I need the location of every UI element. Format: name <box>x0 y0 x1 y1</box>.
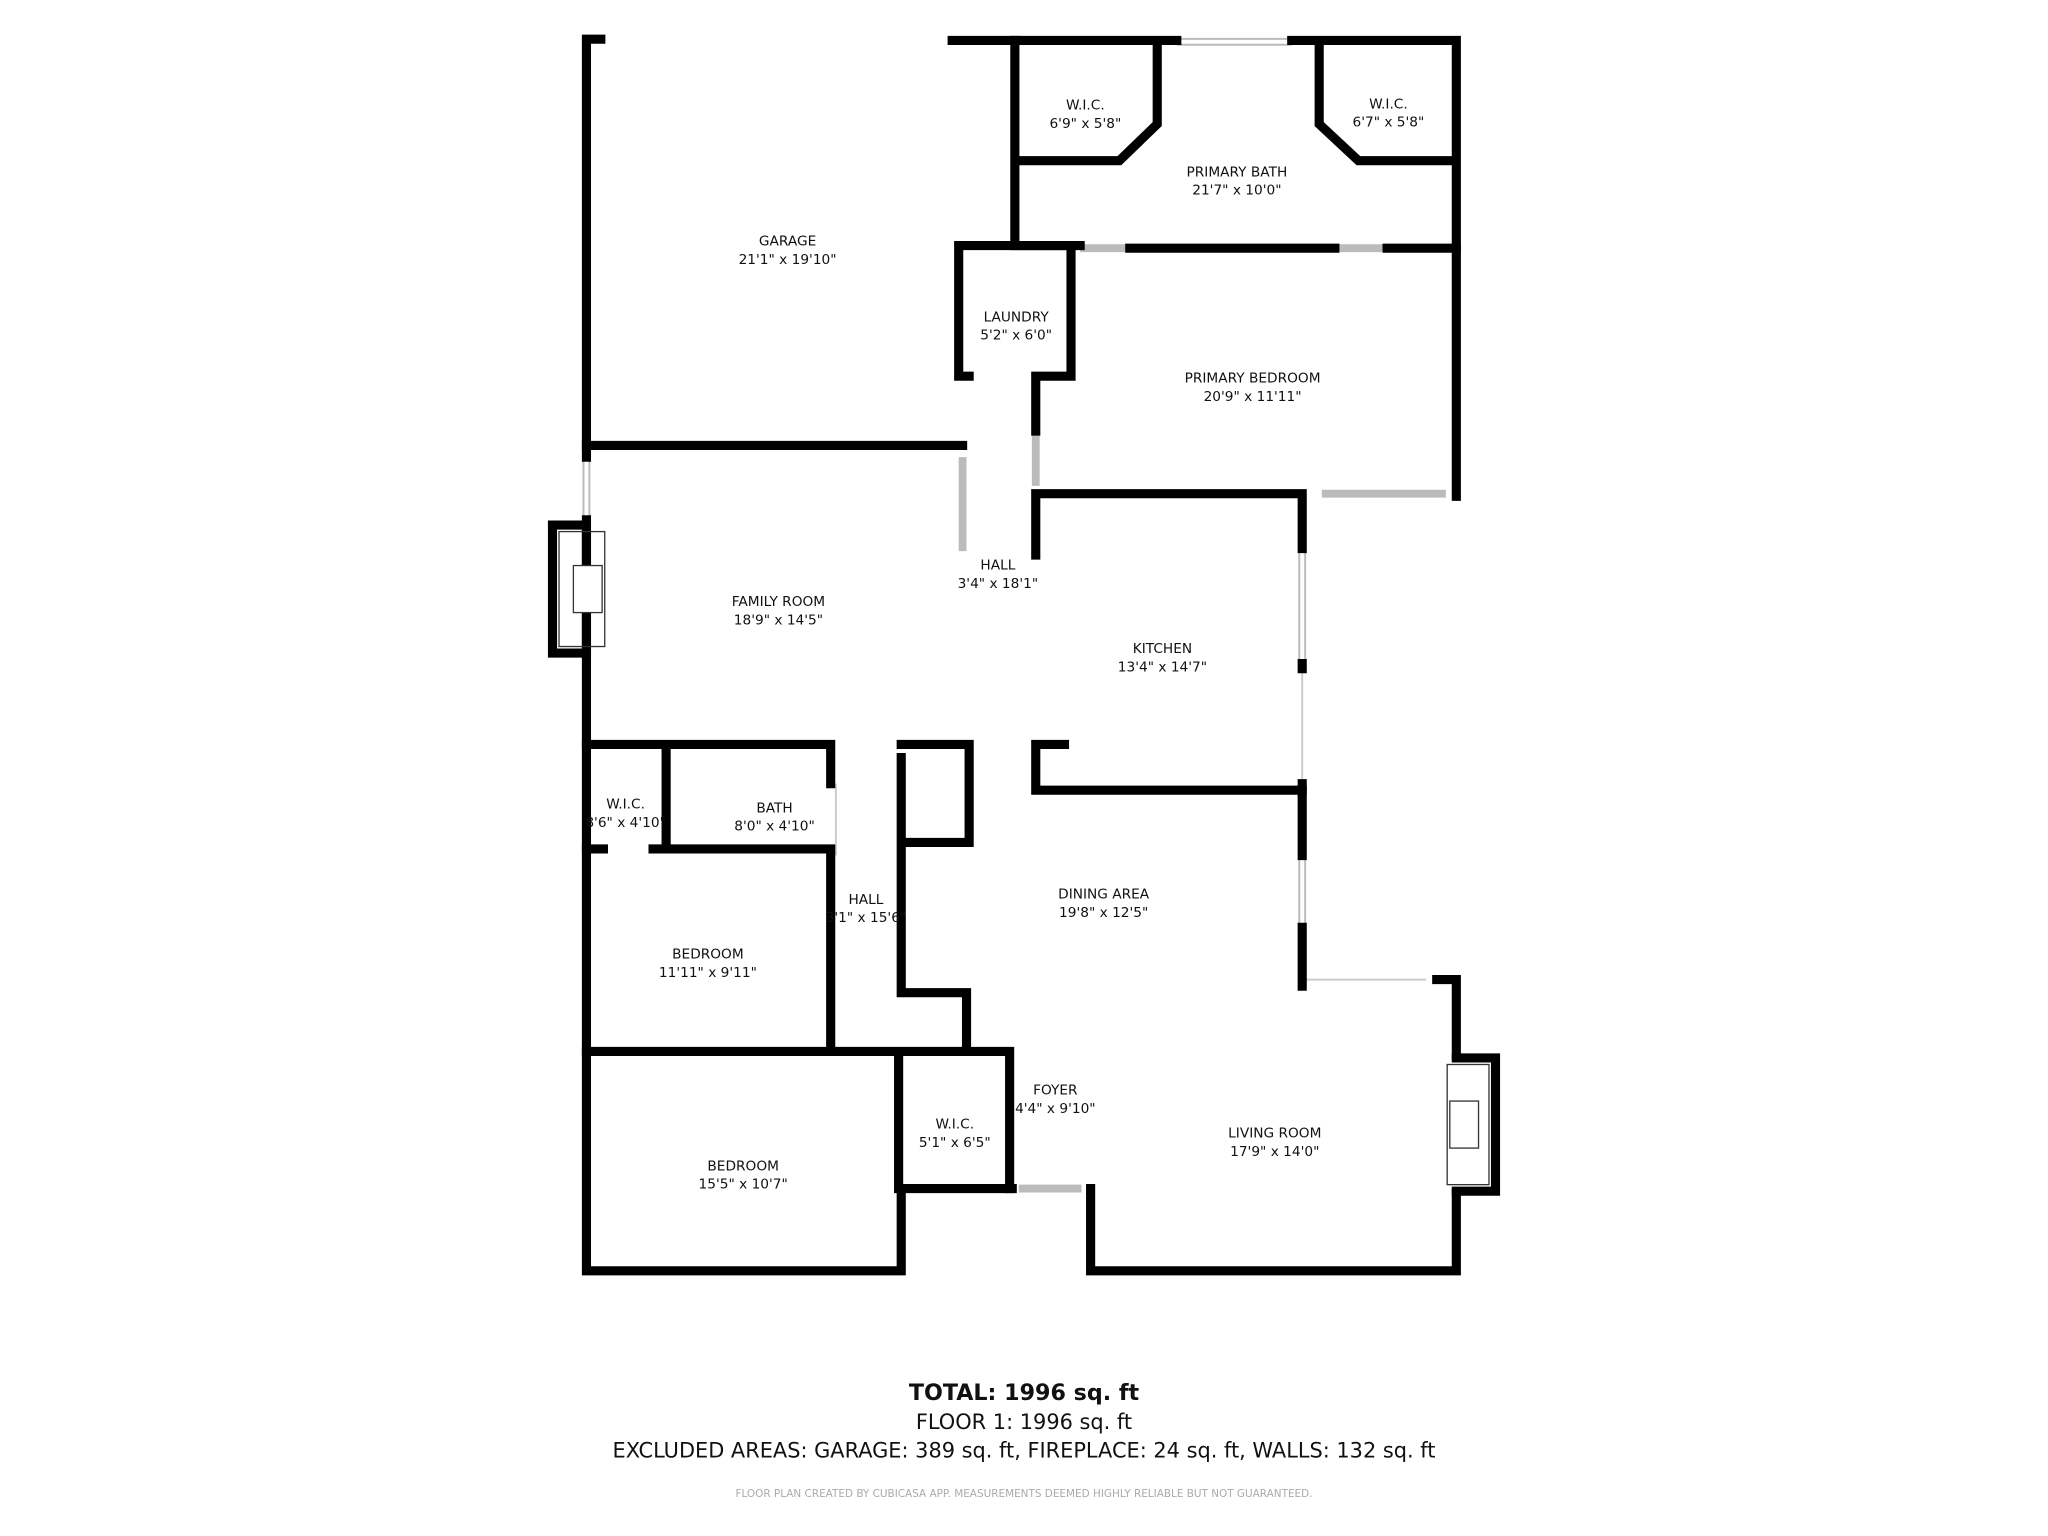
room-size: 13'4" x 14'7" <box>1118 659 1207 675</box>
room-name: FAMILY ROOM <box>732 594 825 610</box>
total-area: TOTAL: 1996 sq. ft <box>909 1380 1140 1406</box>
room-name: W.I.C. <box>935 1116 974 1132</box>
room-name: LAUNDRY <box>984 309 1050 325</box>
room-size: 5'2" x 6'0" <box>980 328 1052 344</box>
walls <box>547 34 1501 1276</box>
room-name: W.I.C. <box>606 796 645 812</box>
room-size: 8'6" x 4'10" <box>585 815 666 831</box>
room-size: 18'9" x 14'5" <box>734 612 823 628</box>
svg-text:W.I.C.6'9" x 5'8": W.I.C. 6'9" x 5'8" <box>1049 98 1121 132</box>
room-size: 3'4" x 18'1" <box>958 576 1039 592</box>
room-name: GARAGE <box>759 234 816 250</box>
room-size: 17'9" x 14'0" <box>1230 1144 1319 1160</box>
room-size: 4'4" x 9'10" <box>1015 1101 1096 1117</box>
room-size: 3'1" x 15'6" <box>826 910 907 926</box>
room-name: PRIMARY BEDROOM <box>1185 371 1321 387</box>
excluded-areas: EXCLUDED AREAS: GARAGE: 389 sq. ft, FIRE… <box>613 1439 1436 1463</box>
svg-text:W.I.C.6'7" x 5'8": W.I.C. 6'7" x 5'8" <box>1352 96 1424 130</box>
room-name: W.I.C. <box>1066 98 1105 114</box>
svg-text:W.I.C.5'1" x 6'5": W.I.C. 5'1" x 6'5" <box>919 1116 991 1150</box>
area-summary: TOTAL: 1996 sq. ft FLOOR 1: 1996 sq. ft … <box>613 1380 1436 1500</box>
room-size: 15'5" x 10'7" <box>699 1177 788 1193</box>
room-size: 21'1" x 19'10" <box>739 252 837 268</box>
room-size: 21'7" x 10'0" <box>1192 183 1281 199</box>
room-size: 20'9" x 11'11" <box>1204 389 1302 405</box>
floor-area: FLOOR 1: 1996 sq. ft <box>916 1410 1132 1434</box>
room-size: 19'8" x 12'5" <box>1059 905 1148 921</box>
room-size: 5'1" x 6'5" <box>919 1135 991 1151</box>
room-name: PRIMARY BATH <box>1187 164 1288 180</box>
room-name: W.I.C. <box>1369 96 1408 112</box>
room-name: BEDROOM <box>707 1158 779 1174</box>
disclaimer: FLOOR PLAN CREATED BY CUBICASA APP. MEAS… <box>735 1488 1312 1500</box>
room-name: KITCHEN <box>1133 641 1192 657</box>
fireplace-left <box>558 530 606 648</box>
room-size: 6'7" x 5'8" <box>1352 115 1424 131</box>
room-name: BATH <box>756 800 792 816</box>
room-name: BEDROOM <box>672 947 744 963</box>
windows <box>582 37 1461 1275</box>
room-size: 8'0" x 4'10" <box>734 819 815 835</box>
room-name: FOYER <box>1033 1083 1078 1099</box>
svg-text:W.I.C.8'6" x 4'10": W.I.C. 8'6" x 4'10" <box>585 796 666 830</box>
room-name: DINING AREA <box>1058 887 1150 903</box>
room-name: HALL <box>848 892 883 908</box>
room-labels: GARAGE 21'1" x 19'10" W.I.C. 6'9" x 5'8" W… <box>585 96 1424 1192</box>
room-size: 6'9" x 5'8" <box>1049 116 1121 132</box>
fireplace-right <box>1446 1063 1490 1186</box>
room-name: LIVING ROOM <box>1228 1126 1321 1142</box>
room-size: 11'11" x 9'11" <box>659 965 757 981</box>
room-name: HALL <box>980 557 1015 573</box>
